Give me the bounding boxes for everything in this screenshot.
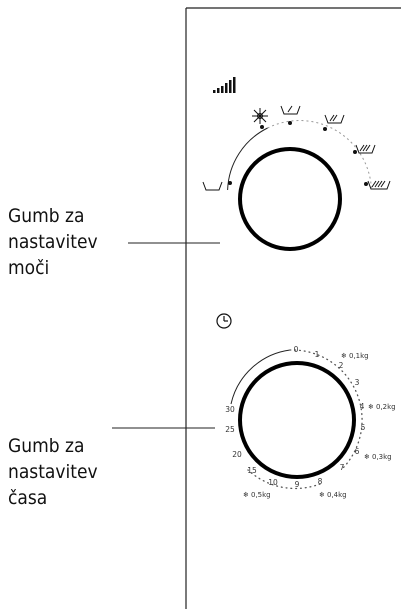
defrost-label: 0,3kg: [372, 453, 392, 461]
minute-label: 15: [247, 466, 257, 475]
bowl-level-3-icon: [355, 144, 376, 154]
defrost-weight-marker: ❄ 0,3kg: [364, 453, 392, 461]
minute-label: 2: [339, 361, 344, 370]
minute-label: 0: [294, 345, 299, 354]
defrost-weight-marker: ❄ 0,2kg: [368, 403, 396, 411]
time-knob-callout: Gumb za nastavitev časa: [8, 433, 98, 511]
defrost-label: 0,4kg: [327, 491, 347, 499]
minute-label: 4: [360, 402, 365, 411]
minute-label: 6: [355, 447, 360, 456]
defrost-label: 0,5kg: [251, 491, 271, 499]
timer-scale-arc: [230, 349, 291, 405]
snowflake-icon: ❄: [243, 491, 249, 499]
snowflake-icon: ❄: [368, 403, 374, 411]
callout-line: Gumb za: [8, 435, 85, 457]
signal-bars-icon: [213, 77, 236, 93]
callout-line: Gumb za: [8, 205, 85, 227]
minute-label: 30: [225, 405, 235, 414]
minute-label: 25: [225, 425, 235, 434]
bowl-level-4-icon: [367, 180, 391, 190]
callout-line: nastavitev: [8, 231, 98, 253]
defrost-weight-marker: ❄ 0,4kg: [319, 491, 347, 499]
power-scale-arc-dotted: [267, 120, 372, 189]
defrost-label: 0,1kg: [349, 352, 369, 360]
minute-label: 1: [315, 350, 320, 359]
minute-label: 9: [295, 480, 300, 489]
minute-label: 20: [232, 450, 242, 459]
bowl-level-2-icon: [324, 114, 345, 124]
bowl-empty-icon: [202, 181, 223, 191]
snowflake-icon: ❄: [341, 352, 347, 360]
timer-knob[interactable]: [238, 361, 356, 479]
bowl-level-1-icon: [280, 105, 301, 115]
callout-line: moči: [8, 257, 50, 279]
callout-line: nastavitev: [8, 461, 98, 483]
minute-label: 5: [361, 423, 366, 432]
timer-scale-arc-dotted: [289, 349, 363, 469]
snowflake-icon: ❄: [319, 491, 325, 499]
defrost-weight-marker: ❄ 0,5kg: [243, 491, 271, 499]
power-knob[interactable]: [238, 147, 342, 251]
minute-label: 8: [318, 477, 323, 486]
defrost-label: 0,2kg: [376, 403, 396, 411]
snowflake-icon: [252, 108, 268, 124]
minute-label: 3: [355, 378, 360, 387]
power-knob-callout: Gumb za nastavitev moči: [8, 203, 98, 281]
snowflake-icon: ❄: [364, 453, 370, 461]
power-level-dots: [228, 121, 368, 186]
clock-icon: [216, 313, 232, 329]
callout-line: časa: [8, 487, 48, 509]
defrost-weight-marker: ❄ 0,1kg: [341, 352, 369, 360]
minute-label: 10: [268, 478, 278, 487]
minute-label: 7: [340, 463, 345, 472]
timer-scale-arc-dotted-bottom: [247, 469, 321, 490]
